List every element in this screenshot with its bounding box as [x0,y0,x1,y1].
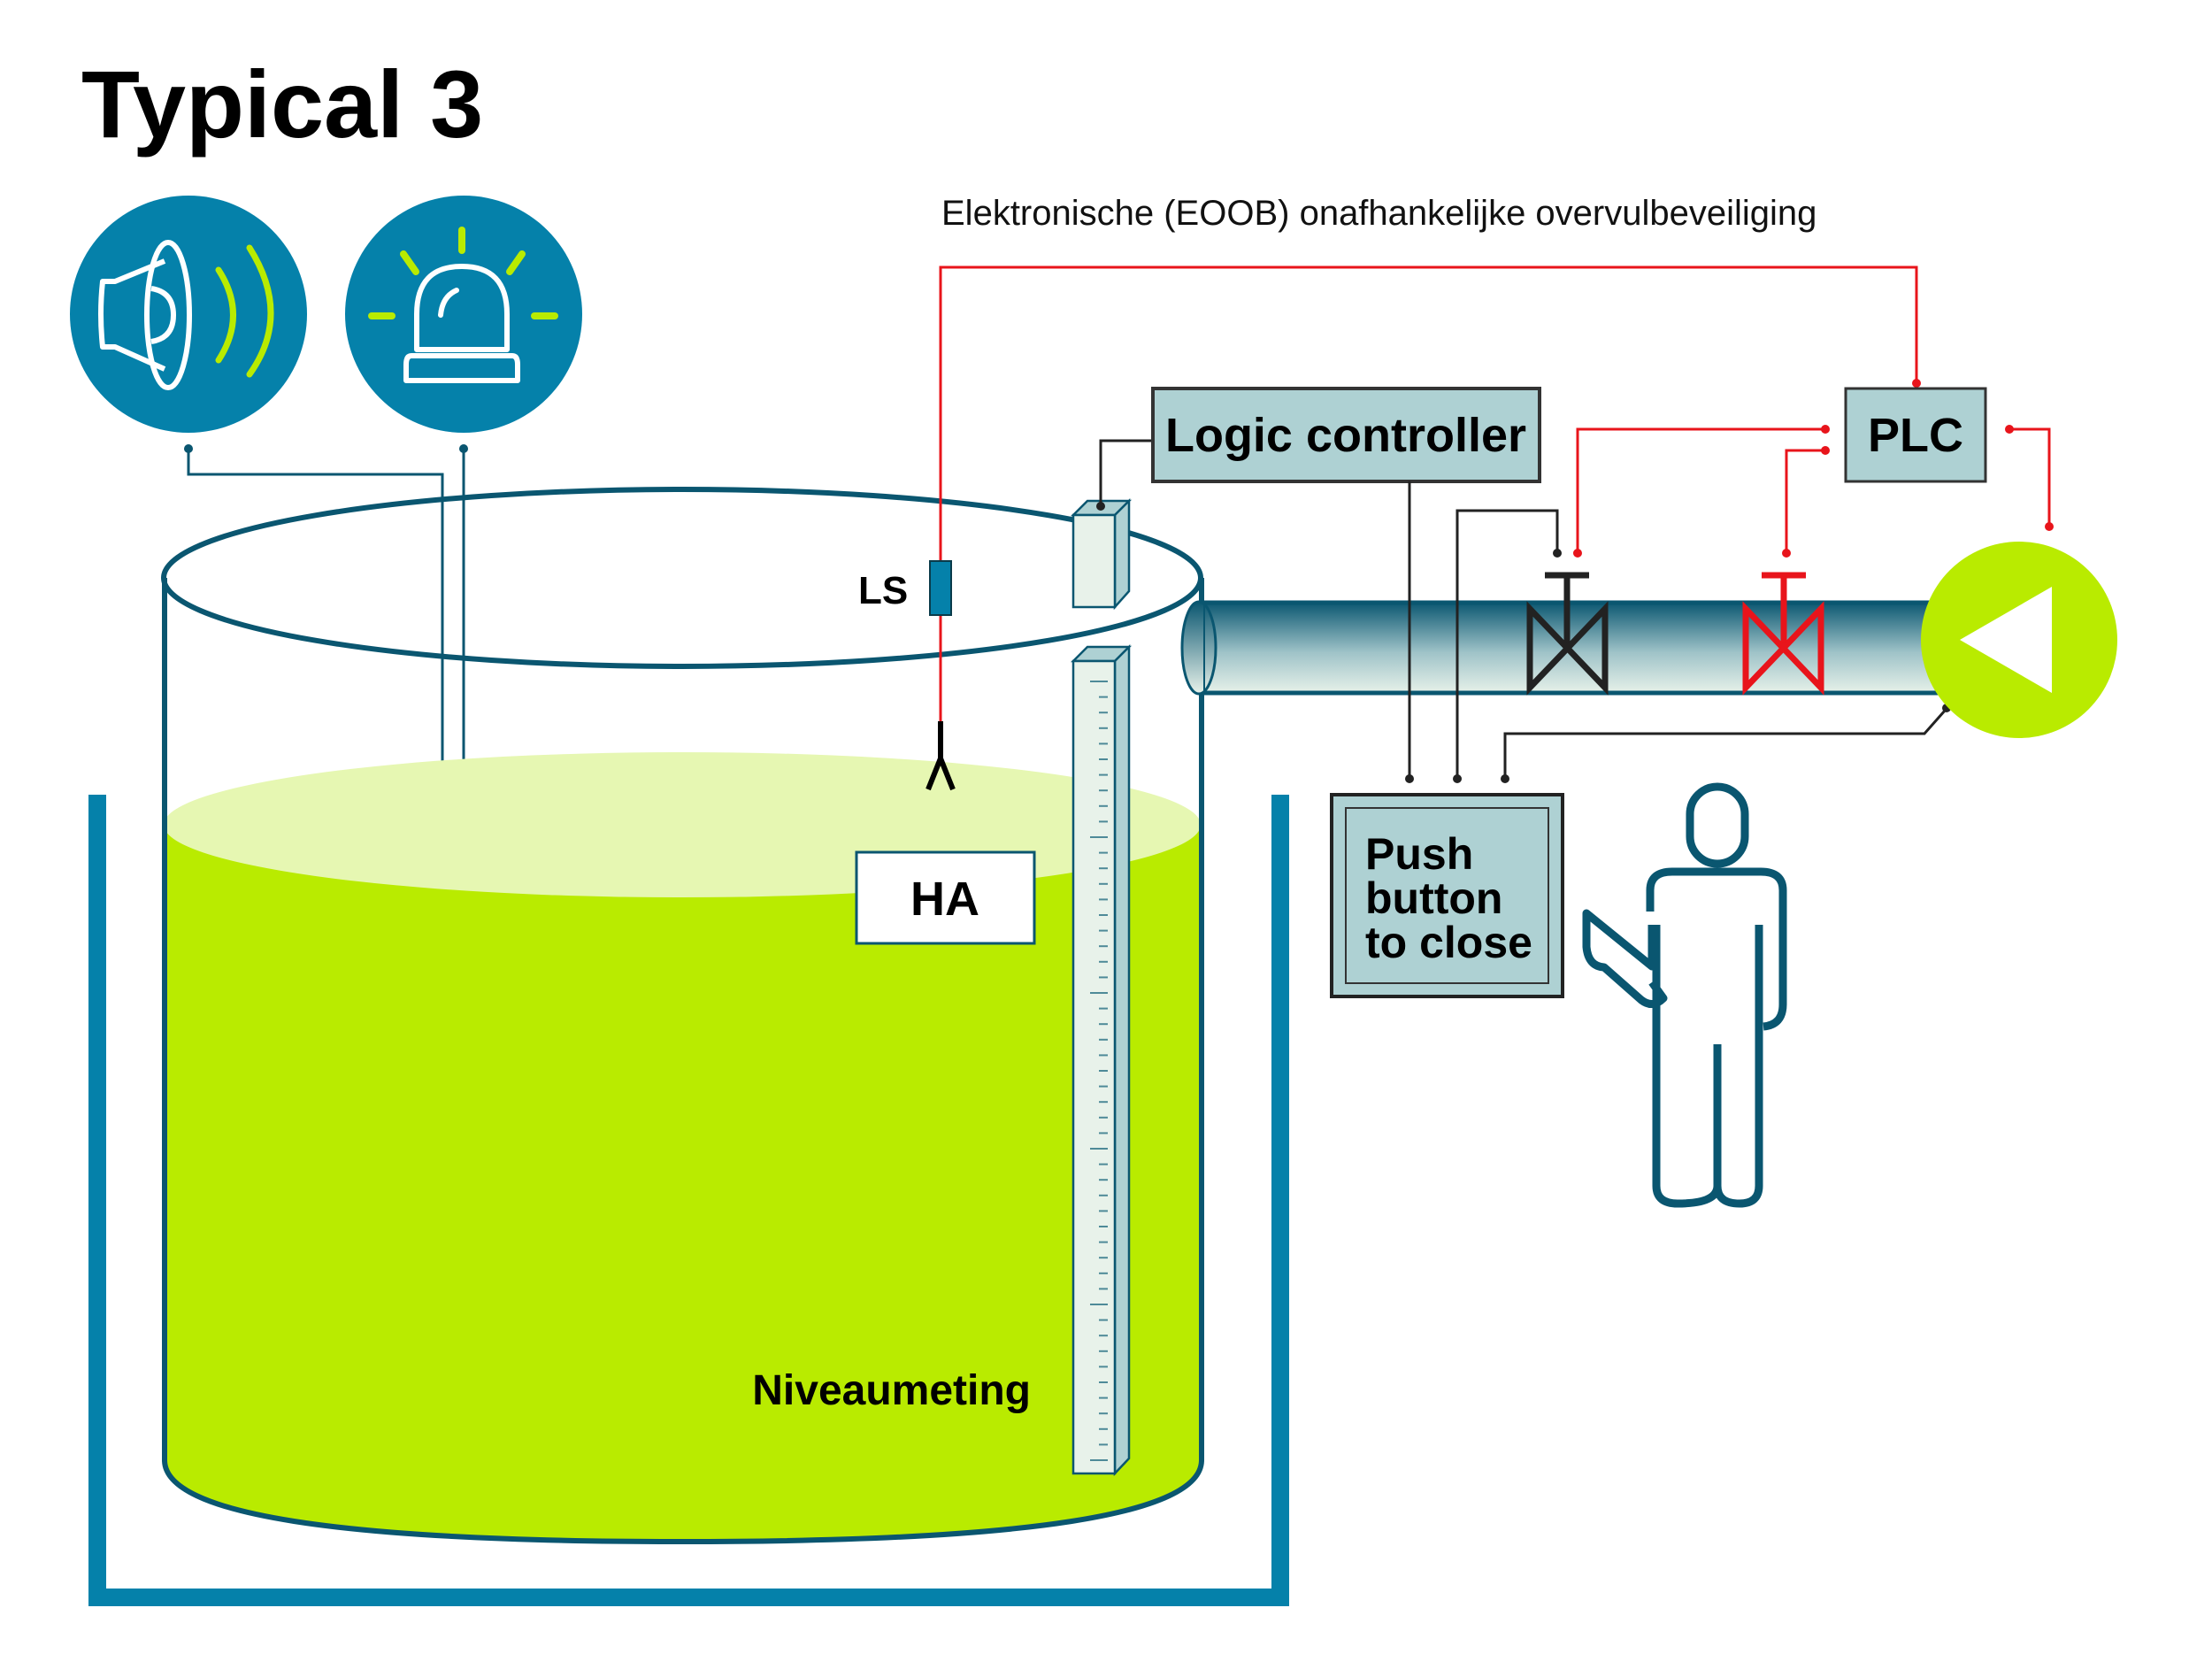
control-wiring [1405,481,1951,783]
high-alarm-unit: HA [855,850,1036,945]
level-measurement-label: Niveaumeting [752,1367,1031,1414]
level-gauge [1070,643,1133,1477]
speaker-horn-icon [70,196,307,433]
push-button-panel: Push button to close [1330,793,1564,998]
level-switch: LS [858,560,956,791]
discharge-pipe [1180,600,1960,696]
logic-controller: Logic controller [1099,387,1541,506]
alarm-beacon-icon [345,196,582,433]
level-switch-label: LS [858,569,908,612]
storage-tank [161,487,1204,1545]
safety-shutoff-valve-icon [1742,572,1824,696]
logic-controller-label: Logic controller [1165,409,1526,462]
gauge-scale-ticks [1090,681,1108,1461]
page-title: Typical 3 [81,50,483,158]
plc-wiring [1573,425,2054,558]
push-button-label: Push button to close [1365,829,1532,967]
operator-person-icon [1582,782,1787,1208]
liquid-surface [164,752,1201,897]
pump-icon [1921,542,2117,738]
plc-label: PLC [1868,409,1963,462]
high-alarm-label: HA [910,873,979,926]
system-subtitle: Elektronische (EOOB) onafhankelijke over… [941,194,1816,233]
plc: PLC [1844,387,1987,483]
control-valve-icon [1526,572,1609,696]
level-switch-probe [926,721,956,791]
level-transmitter-head [1070,497,1133,611]
eoob-signal-line [939,265,1918,721]
